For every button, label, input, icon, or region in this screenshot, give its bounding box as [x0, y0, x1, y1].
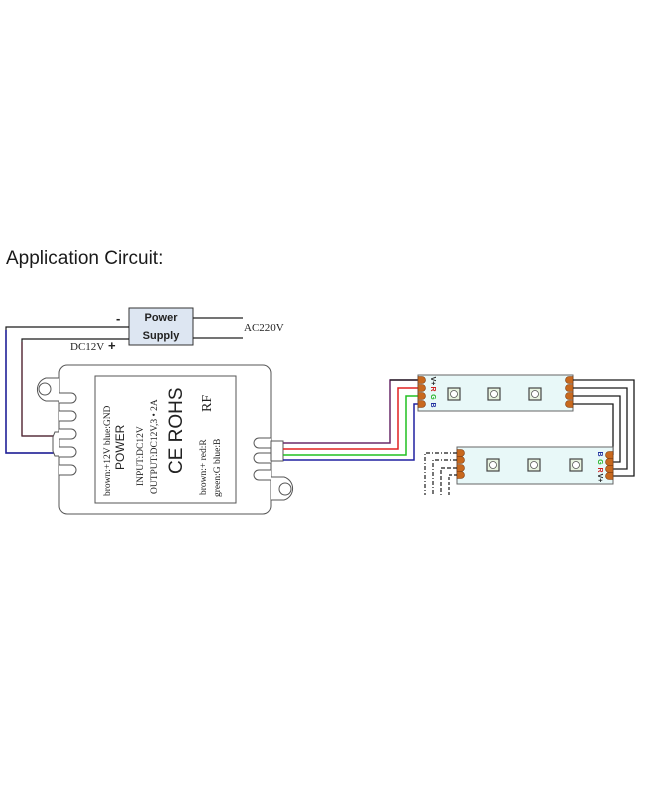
output-wires — [283, 379, 418, 461]
strip-2-leds — [486, 458, 583, 472]
link-wire-1 — [573, 379, 635, 477]
label-output: OUTPUT:DC12V,3 • 2A — [150, 399, 160, 494]
solder-pad — [565, 384, 574, 392]
solder-pad — [456, 449, 465, 457]
label-power-wires: brown:+12V blue:GND — [103, 405, 113, 496]
left-fin — [59, 410, 77, 422]
solder-pad — [417, 400, 426, 408]
pin-label: V+ — [429, 377, 436, 386]
led-lens — [490, 390, 498, 398]
strip-1-leds — [447, 387, 542, 401]
pin-label: B — [596, 451, 603, 456]
solder-pad — [605, 465, 614, 473]
power-supply: Power Supply AC220V - DC12V + — [70, 307, 284, 353]
solder-pad — [605, 451, 614, 459]
continuation-wire-3 — [440, 467, 457, 495]
label-rf: RF — [200, 395, 215, 412]
solder-pad — [417, 384, 426, 392]
right-connector-fins — [253, 437, 271, 481]
strip-1-pin-labels: V+RGB — [429, 377, 436, 408]
left-fin — [59, 392, 77, 404]
controller-label-panel — [94, 375, 237, 504]
solder-pad — [565, 392, 574, 400]
input-plug — [52, 431, 59, 457]
label-power: POWER — [113, 424, 127, 470]
pin-label: G — [429, 394, 436, 400]
mounting-hole-right — [278, 482, 292, 496]
continuation-wire-1 — [424, 452, 457, 495]
right-fin — [253, 437, 271, 449]
diagram-title: Application Circuit: — [6, 248, 164, 269]
minus-sign: - — [116, 311, 120, 326]
inter-strip-wires — [573, 379, 635, 477]
pin-label: R — [429, 386, 436, 391]
power-supply-label-line1: Power — [144, 312, 178, 324]
strip-2-pads-left — [456, 449, 465, 479]
pin-label: G — [596, 459, 603, 465]
wire-green — [283, 395, 418, 456]
continuation-wire-4 — [448, 474, 457, 495]
power-supply-box — [128, 307, 194, 346]
solder-pad — [565, 400, 574, 408]
link-wire-4 — [573, 403, 614, 455]
link-wire-2 — [573, 387, 628, 470]
dc12v-label: DC12V — [70, 341, 104, 353]
solder-pad — [605, 472, 614, 480]
link-wire-3 — [573, 395, 621, 463]
led-lens — [531, 390, 539, 398]
solder-pad — [417, 376, 426, 384]
left-fin — [59, 446, 77, 458]
label-output-wires-2: green:G blue:B — [213, 439, 223, 497]
continuation-wires — [424, 452, 457, 495]
solder-pad — [456, 471, 465, 479]
label-input: INPUT:DC12V — [136, 426, 146, 486]
strip-1-pads-left — [417, 376, 426, 408]
continuation-wire-2 — [432, 459, 457, 495]
strip-1-pads-right — [565, 376, 574, 408]
ac220v-label: AC220V — [244, 322, 284, 334]
strip-2-pads-right — [605, 451, 614, 480]
led-strip-2: BGR V+ — [456, 446, 614, 485]
dc-negative-wire-blue — [5, 330, 55, 454]
solder-pad — [456, 456, 465, 464]
solder-pad — [417, 392, 426, 400]
left-fin — [59, 428, 77, 440]
solder-pad — [605, 458, 614, 466]
left-connector-fins — [59, 392, 77, 476]
strip-2-pin-labels: BGR V+ — [596, 451, 603, 482]
pin-label: R — [596, 467, 603, 472]
mounting-hole-left — [38, 382, 52, 396]
wire-blue — [283, 403, 418, 461]
led-lens — [572, 461, 580, 469]
pin-label: V+ — [596, 474, 603, 483]
label-output-wires-1: brown:+ red:R — [199, 439, 209, 495]
solder-pad — [565, 376, 574, 384]
power-supply-label-line2: Supply — [143, 330, 181, 342]
led-strip-1: V+RGB — [417, 374, 574, 412]
right-fin — [253, 469, 271, 481]
plus-sign: + — [108, 338, 116, 353]
label-ce-rohs: CE ROHS — [166, 387, 187, 474]
led-lens — [450, 390, 458, 398]
led-lens — [530, 461, 538, 469]
wire-red — [283, 387, 418, 450]
right-fin — [253, 452, 271, 464]
pin-label: B — [429, 402, 436, 407]
led-lens — [489, 461, 497, 469]
controller: brown:+12V blue:GND POWER INPUT:DC12V OU… — [37, 364, 293, 515]
solder-pad — [456, 464, 465, 472]
left-fin — [59, 464, 77, 476]
output-plug — [270, 440, 284, 462]
